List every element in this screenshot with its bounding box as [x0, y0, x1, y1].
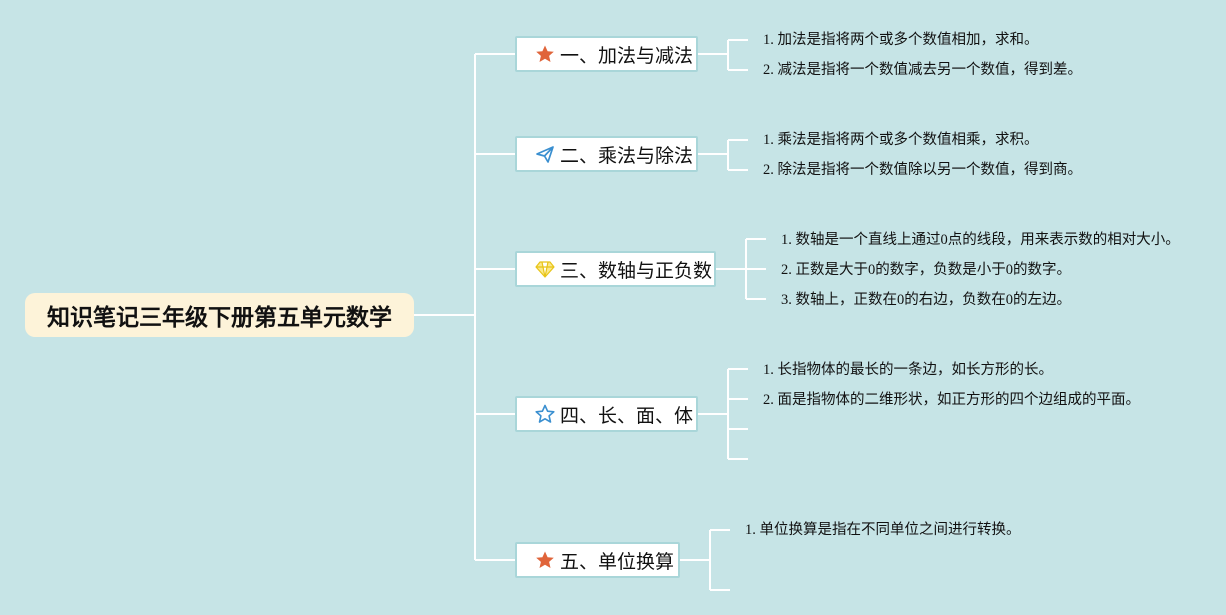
star-outline-icon: [535, 404, 555, 424]
leaf-item[interactable]: 1. 数轴是一个直线上通过0点的线段，用来表示数的相对大小。: [781, 232, 1180, 248]
branch-label: 五、单位换算: [560, 550, 675, 573]
branch-label: 四、长、面、体: [560, 404, 694, 427]
leaf-item[interactable]: 2. 减法是指将一个数值减去另一个数值，得到差。: [763, 62, 1082, 78]
branch-unit-conversion[interactable]: 五、单位换算: [515, 542, 680, 578]
star-filled-icon: [535, 44, 555, 64]
leaf-item[interactable]: 1. 加法是指将两个或多个数值相加，求和。: [763, 32, 1039, 48]
leaf-item[interactable]: 1. 长指物体的最长的一条边，如长方形的长。: [763, 362, 1053, 378]
leaf-item[interactable]: 3. 数轴上，正数在0的右边，负数在0的左边。: [781, 292, 1071, 308]
leaf-item[interactable]: 1. 乘法是指将两个或多个数值相乘，求积。: [763, 132, 1039, 148]
leaf-item[interactable]: 2. 正数是大于0的数字，负数是小于0的数字。: [781, 262, 1071, 278]
root-topic[interactable]: 知识笔记三年级下册第五单元数学: [25, 293, 414, 337]
branch-multiplication-division[interactable]: 二、乘法与除法: [515, 136, 698, 172]
leaf-item[interactable]: 1. 单位换算是指在不同单位之间进行转换。: [745, 522, 1021, 538]
star-filled-icon: [535, 550, 555, 570]
paper-plane-icon: [535, 144, 555, 164]
leaf-item[interactable]: 2. 除法是指将一个数值除以另一个数值，得到商。: [763, 162, 1082, 178]
diamond-icon: [535, 259, 555, 279]
branch-length-face-solid[interactable]: 四、长、面、体: [515, 396, 698, 432]
branch-label: 二、乘法与除法: [560, 144, 694, 167]
branch-label: 三、数轴与正负数: [560, 259, 713, 282]
branch-number-line[interactable]: 三、数轴与正负数: [515, 251, 716, 287]
branch-label: 一、加法与减法: [560, 44, 694, 67]
branch-addition-subtraction[interactable]: 一、加法与减法: [515, 36, 698, 72]
leaf-item[interactable]: 2. 面是指物体的二维形状，如正方形的四个边组成的平面。: [763, 392, 1140, 408]
